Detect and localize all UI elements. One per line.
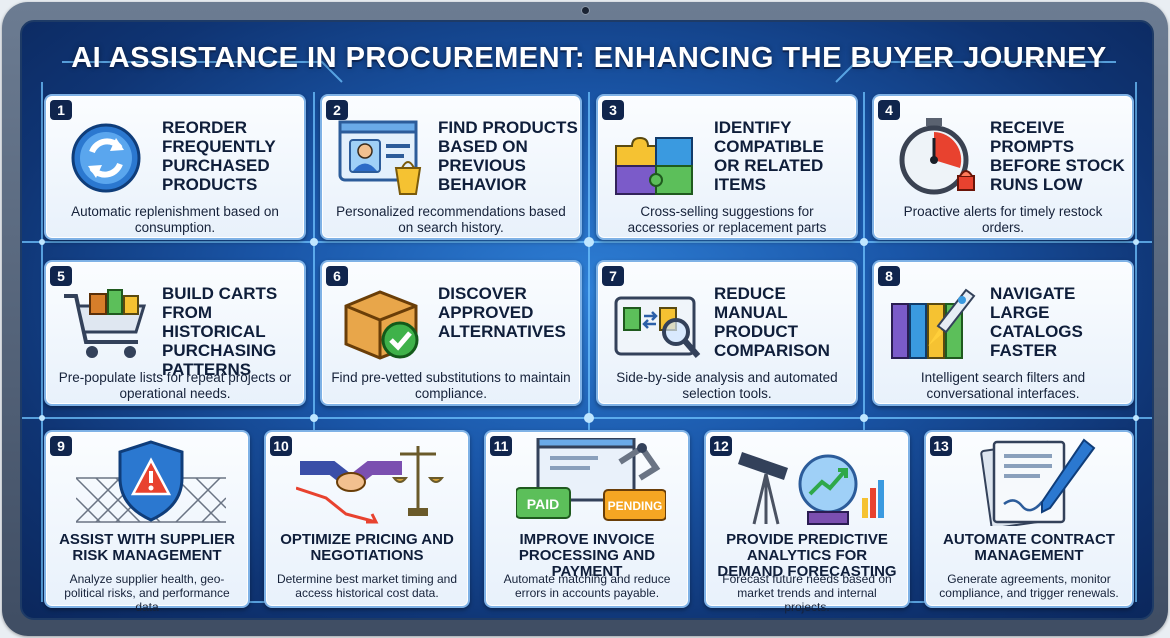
- card-number: 6: [326, 266, 348, 286]
- card-2: 2 FIND PRODUCTS BASED ON PREVIOUS BEHAVI…: [320, 94, 582, 240]
- card-12: 12 PROVIDE PREDICTIVE ANALYTICS FOR DEMA…: [704, 430, 910, 614]
- card-title: ASSIST WITH SUPPLIER RISK MANAGEMENT: [59, 531, 235, 564]
- card-number: 4: [878, 100, 900, 120]
- card-title: PROVIDE PREDICTIVE ANALYTICS FOR DEMAND …: [717, 531, 897, 580]
- refresh-cycle-icon: [60, 116, 152, 196]
- card-number: 11: [490, 436, 512, 456]
- card-description: Analyze supplier health, geo-political r…: [64, 572, 230, 614]
- card-title: IMPROVE INVOICE PROCESSING AND PAYMENT: [518, 531, 656, 580]
- card-number: 7: [602, 266, 624, 286]
- compare-magnifier-icon: [612, 282, 704, 362]
- card-number: 2: [326, 100, 348, 120]
- card-4: 4 RECEIVE PROMPTS BEFORE STOCK RUNS LOW …: [872, 94, 1134, 240]
- card-6: 6 DISCOVER APPROVED ALTERNATIVES Find pr…: [320, 260, 582, 406]
- card-5: 5 BUILD CARTS FROM HISTORICAL PURCHASING…: [44, 260, 306, 406]
- binders-rocket-icon: [888, 282, 980, 362]
- warning-shield-icon: [75, 438, 227, 526]
- card-number: 8: [878, 266, 900, 286]
- card-description: Cross-selling suggestions for accessorie…: [627, 204, 827, 235]
- card-title: OPTIMIZE PRICING AND NEGOTIATIONS: [280, 531, 454, 564]
- invoice-robot-icon: PAID PENDING: [515, 436, 667, 526]
- card-number: 9: [50, 436, 72, 456]
- card-description: Determine best market timing and access …: [276, 572, 458, 600]
- shopping-cart-icon: [60, 282, 152, 362]
- card-title: NAVIGATE LARGE CATALOGS FASTER: [990, 284, 1083, 360]
- card-description: Personalized recommendations based on se…: [336, 204, 566, 235]
- card-11: 11 PAID PENDING IMPROVE INVOICE PROCESSI…: [484, 430, 690, 608]
- card-3: 3 IDENTIFY COMPATIBLE OR RELATED ITEMS C…: [596, 94, 858, 240]
- card-title: DISCOVER APPROVED ALTERNATIVES: [438, 284, 566, 341]
- handshake-scales-icon: [295, 438, 446, 526]
- card-number: 13: [930, 436, 952, 456]
- card-number: 5: [50, 266, 72, 286]
- card-description: Pre-populate lists for repeat projects o…: [58, 370, 292, 401]
- card-number: 3: [602, 100, 624, 120]
- pending-label: PENDING: [608, 499, 663, 513]
- stopwatch-alarm-icon: [888, 116, 980, 196]
- card-number: 12: [710, 436, 732, 456]
- card-description: Automate matching and reduce errors in a…: [503, 572, 671, 600]
- infographic-screen: AI ASSISTANCE IN PROCUREMENT: ENHANCING …: [20, 20, 1154, 620]
- page-title: AI ASSISTANCE IN PROCUREMENT: ENHANCING …: [71, 42, 1107, 74]
- card-description: Forecast future needs based on market tr…: [722, 572, 892, 614]
- user-profile-shopping-icon: [336, 116, 428, 196]
- contract-pen-icon: [956, 438, 1106, 530]
- card-10: 10 OPTIMIZE PRICING AND NEGOTIATIONS Det…: [264, 430, 470, 608]
- card-description: Proactive alerts for timely restock orde…: [903, 204, 1103, 235]
- approved-box-icon: [336, 282, 428, 362]
- puzzle-pieces-icon: [612, 116, 704, 196]
- card-number: 1: [50, 100, 72, 120]
- card-title: REDUCE MANUAL PRODUCT COMPARISON: [714, 284, 830, 360]
- telescope-crystal-ball-icon: [736, 438, 886, 526]
- card-1: 1 REORDER FREQUENTLY PURCHASED PRODUCTS …: [44, 94, 306, 240]
- card-7: 7 REDUCE MANUAL PRODUCT COMPARISON Side-…: [596, 260, 858, 406]
- card-description: Find pre-vetted substitutions to maintai…: [331, 370, 571, 401]
- card-description: Automatic replenishment based on consump…: [71, 204, 279, 235]
- camera-icon: [581, 6, 590, 15]
- card-description: Intelligent search filters and conversat…: [920, 370, 1086, 401]
- card-description: Side-by-side analysis and automated sele…: [616, 370, 838, 401]
- card-title: BUILD CARTS FROM HISTORICAL PURCHASING P…: [162, 284, 278, 379]
- card-8: 8 NAVIGATE LARGE CATALOGS FASTER Intelli…: [872, 260, 1134, 406]
- card-description: Generate agreements, monitor compliance,…: [939, 572, 1119, 600]
- card-title: AUTOMATE CONTRACT MANAGEMENT: [943, 531, 1115, 564]
- card-title: IDENTIFY COMPATIBLE OR RELATED ITEMS: [714, 118, 824, 194]
- card-title: FIND PRODUCTS BASED ON PREVIOUS BEHAVIOR: [438, 118, 578, 194]
- card-title: REORDER FREQUENTLY PURCHASED PRODUCTS: [162, 118, 276, 194]
- card-title: RECEIVE PROMPTS BEFORE STOCK RUNS LOW: [990, 118, 1125, 194]
- card-9: 9 ASSIST WITH SUPPLIER RISK MANAGEMENT A…: [44, 430, 250, 614]
- card-13: 13 AUTOMATE CONTRACT MANAGEMENT Generate…: [924, 430, 1134, 608]
- paid-label: PAID: [527, 496, 559, 512]
- card-number: 10: [270, 436, 292, 456]
